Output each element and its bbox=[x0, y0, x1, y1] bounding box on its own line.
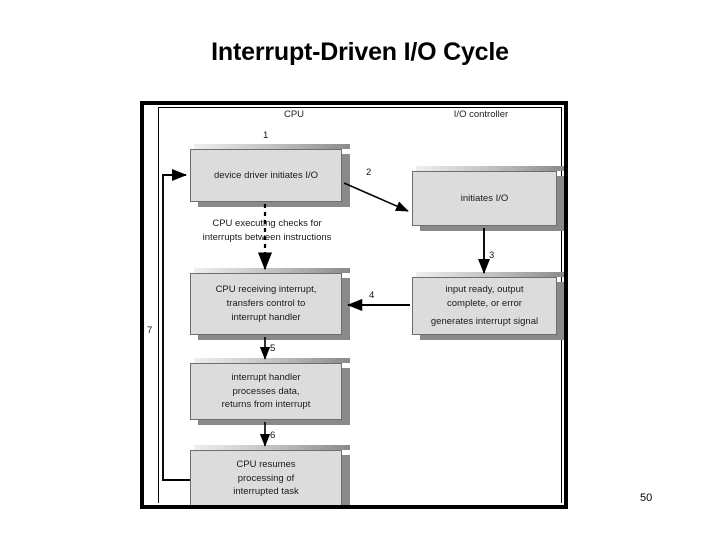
column-header-cpu: CPU bbox=[283, 109, 305, 120]
annotation-line-1: CPU executing checks for bbox=[212, 218, 322, 229]
process-box-initiates-io[interactable]: initiates I/O bbox=[412, 171, 557, 226]
box-6-line-2: processing of bbox=[237, 472, 295, 484]
step-label-5: 5 bbox=[270, 343, 276, 354]
box-4-top-highlight bbox=[194, 268, 350, 273]
annotation-cpu-executing-checks: CPU executing checks for interrupts betw… bbox=[182, 217, 352, 246]
step-label-6: 6 bbox=[270, 430, 276, 441]
figure-frame: CPU I/O controller bbox=[140, 101, 568, 509]
box-2-top-highlight bbox=[416, 166, 564, 171]
box-4-line-2: transfers control to bbox=[226, 298, 306, 310]
box-6-line-3: interrupted task bbox=[233, 486, 299, 498]
box-5-line-1: interrupt handler bbox=[231, 371, 301, 383]
box-4-line-3: interrupt handler bbox=[231, 311, 301, 323]
box-4-line-1: CPU receiving interrupt, bbox=[215, 284, 317, 296]
box-5-top-highlight bbox=[194, 358, 350, 363]
box-6-top-highlight bbox=[194, 445, 350, 450]
page-title: Interrupt-Driven I/O Cycle bbox=[211, 38, 509, 66]
process-box-interrupt-handler-processes-data[interactable]: interrupt handler processes data, return… bbox=[190, 363, 342, 420]
box-3-top-highlight bbox=[416, 272, 564, 277]
box-1-line-1: device driver initiates I/O bbox=[213, 169, 318, 181]
step-label-7: 7 bbox=[147, 325, 153, 336]
box-2-line-1: initiates I/O bbox=[460, 192, 509, 204]
step-label-2: 2 bbox=[366, 167, 372, 178]
box-3-line-2: complete, or error bbox=[447, 298, 522, 310]
process-box-device-driver-initiates-io[interactable]: device driver initiates I/O bbox=[190, 149, 342, 202]
step-label-3: 3 bbox=[489, 250, 495, 261]
box-5-line-3: returns from interrupt bbox=[221, 399, 311, 411]
page-number: 50 bbox=[640, 492, 653, 504]
step-label-4: 4 bbox=[369, 290, 375, 301]
process-box-input-ready-generates-interrupt[interactable]: input ready, output complete, or error g… bbox=[412, 277, 557, 335]
box-1-top-highlight bbox=[194, 144, 350, 149]
step-label-1: 1 bbox=[263, 130, 269, 141]
box-3-line-3: generates interrupt signal bbox=[430, 315, 539, 327]
figure-canvas: CPU I/O controller bbox=[144, 105, 564, 505]
process-box-cpu-receiving-interrupt[interactable]: CPU receiving interrupt, transfers contr… bbox=[190, 273, 342, 335]
process-box-cpu-resumes-processing[interactable]: CPU resumes processing of interrupted ta… bbox=[190, 450, 342, 505]
column-header-io-controller: I/O controller bbox=[453, 109, 509, 120]
annotation-line-2: interrupts between instructions bbox=[202, 232, 332, 244]
box-3-line-1: input ready, output bbox=[445, 284, 524, 296]
box-5-line-2: processes data, bbox=[232, 385, 300, 397]
connector-arrows bbox=[162, 168, 491, 481]
box-6-line-1: CPU resumes bbox=[236, 458, 296, 470]
